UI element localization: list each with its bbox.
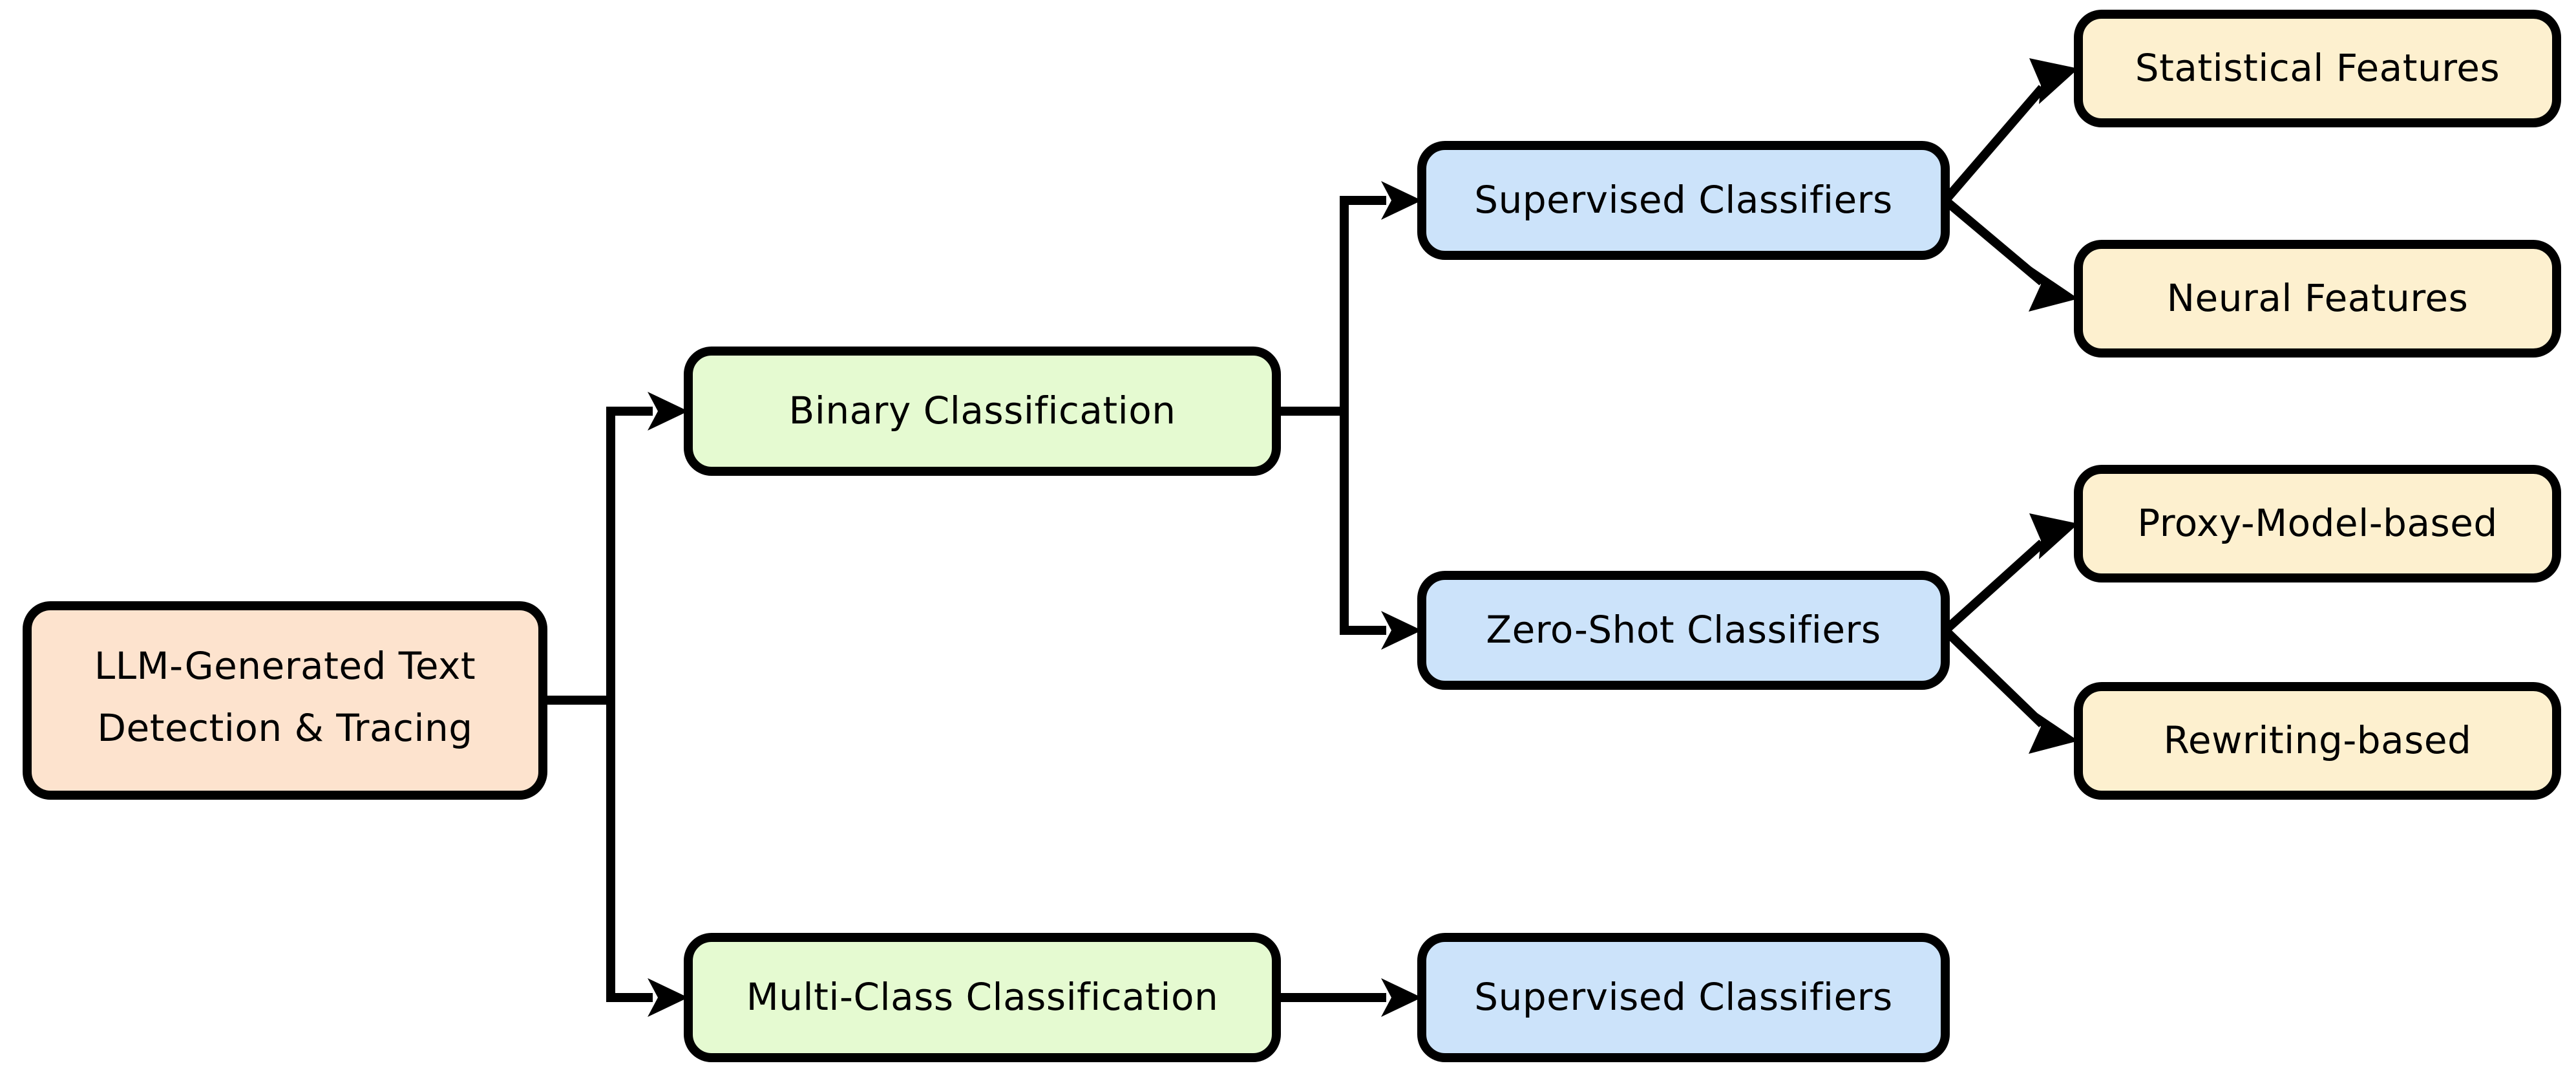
node-neural-features-shape[interactable] bbox=[2074, 240, 2561, 358]
node-supervised-classifiers-binary[interactable]: Supervised Classifiers bbox=[1417, 141, 1950, 260]
node-layer: LLM-Generated Text Detection & Tracing B… bbox=[23, 10, 2561, 1062]
node-zeroshot-classifiers[interactable]: Zero-Shot Classifiers bbox=[1417, 571, 1950, 690]
edge-binary-to-zeroshot-path bbox=[1276, 407, 1386, 635]
node-statistical-features-label: Statistical Features bbox=[2135, 46, 2500, 90]
node-multiclass-classification-shape[interactable] bbox=[684, 933, 1281, 1062]
edge-supervised-to-statistical-arrowhead bbox=[2029, 58, 2078, 104]
node-supervised-classifiers-multiclass-label: Supervised Classifiers bbox=[1474, 975, 1893, 1019]
node-root-shape[interactable] bbox=[23, 601, 547, 800]
node-supervised-classifiers-multiclass[interactable]: Supervised Classifiers bbox=[1417, 933, 1950, 1062]
edge-zeroshot-to-proxy-path bbox=[1942, 539, 2045, 634]
edge-zeroshot-to-proxy bbox=[1942, 513, 2078, 634]
node-proxy-model-based-label: Proxy-Model-based bbox=[2137, 501, 2497, 545]
node-root[interactable]: LLM-Generated Text Detection & Tracing bbox=[23, 601, 547, 800]
edge-root-to-binary bbox=[543, 392, 688, 705]
edge-binary-to-supervised-path bbox=[1276, 196, 1386, 416]
edge-zeroshot-to-rewriting-path bbox=[1942, 626, 2045, 728]
node-multiclass-classification-label: Multi-Class Classification bbox=[746, 975, 1219, 1019]
node-rewriting-based-shape[interactable] bbox=[2074, 682, 2561, 800]
node-proxy-model-based[interactable]: Proxy-Model-based bbox=[2074, 465, 2561, 582]
node-supervised-classifiers-binary-shape[interactable] bbox=[1417, 141, 1950, 260]
edge-zeroshot-to-proxy-arrowhead bbox=[2029, 513, 2078, 559]
node-root-label-line1: LLM-Generated Text bbox=[94, 644, 476, 688]
edge-supervised-to-neural-path bbox=[1942, 197, 2045, 286]
edge-supervised-to-neural-arrowhead bbox=[2029, 266, 2078, 312]
edge-supervised-to-statistical-path bbox=[1941, 85, 2046, 204]
edge-binary-to-zeroshot bbox=[1276, 407, 1422, 650]
node-rewriting-based-label: Rewriting-based bbox=[2164, 718, 2472, 762]
node-multiclass-classification[interactable]: Multi-Class Classification bbox=[684, 933, 1281, 1062]
edge-zeroshot-to-rewriting-arrowhead bbox=[2029, 709, 2078, 754]
node-binary-classification-label: Binary Classification bbox=[788, 389, 1176, 433]
edge-binary-to-supervised bbox=[1276, 181, 1422, 416]
edge-binary-to-supervised-arrowhead bbox=[1381, 181, 1422, 220]
node-zeroshot-classifiers-shape[interactable] bbox=[1417, 571, 1950, 690]
node-binary-classification[interactable]: Binary Classification bbox=[684, 347, 1281, 476]
edge-root-to-multiclass bbox=[543, 696, 688, 1017]
node-supervised-classifiers-multiclass-shape[interactable] bbox=[1417, 933, 1950, 1062]
node-supervised-classifiers-binary-label: Supervised Classifiers bbox=[1474, 178, 1893, 222]
edge-root-to-multiclass-arrowhead bbox=[648, 978, 688, 1017]
node-binary-classification-shape[interactable] bbox=[684, 347, 1281, 476]
node-rewriting-based[interactable]: Rewriting-based bbox=[2074, 682, 2561, 800]
node-statistical-features-shape[interactable] bbox=[2074, 10, 2561, 127]
node-proxy-model-based-shape[interactable] bbox=[2074, 465, 2561, 582]
node-statistical-features[interactable]: Statistical Features bbox=[2074, 10, 2561, 127]
edge-binary-to-zeroshot-arrowhead bbox=[1381, 611, 1422, 650]
edge-zeroshot-to-rewriting bbox=[1942, 626, 2078, 754]
edge-supervised-to-statistical bbox=[1941, 58, 2078, 204]
edge-root-to-binary-arrowhead bbox=[648, 392, 688, 431]
edge-root-to-binary-path bbox=[543, 407, 653, 705]
edge-supervised-to-neural bbox=[1942, 197, 2078, 312]
node-neural-features-label: Neural Features bbox=[2167, 276, 2469, 320]
edge-multiclass-to-supervised-arrowhead bbox=[1381, 978, 1422, 1017]
node-zeroshot-classifiers-label: Zero-Shot Classifiers bbox=[1486, 608, 1881, 652]
edge-layer bbox=[543, 58, 2078, 1017]
edge-root-to-multiclass-path bbox=[543, 696, 653, 1002]
node-neural-features[interactable]: Neural Features bbox=[2074, 240, 2561, 358]
node-root-label-line2: Detection & Tracing bbox=[97, 706, 472, 750]
edge-multiclass-to-supervised bbox=[1276, 978, 1422, 1017]
